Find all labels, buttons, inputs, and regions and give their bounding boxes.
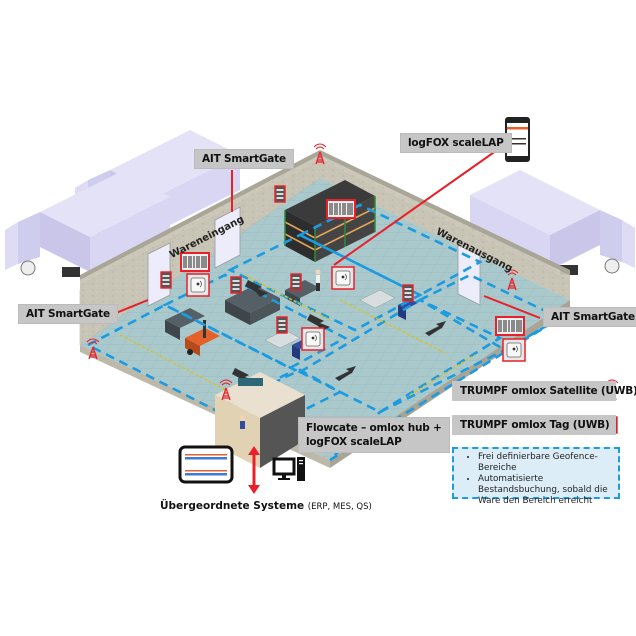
label-flowcate-line2: logFOX scaleLAP (306, 436, 402, 448)
rfid-icon (186, 273, 210, 297)
uwb-tag-icon (274, 185, 286, 203)
rfid-icon (301, 327, 325, 351)
uwb-tag-icon (276, 316, 288, 334)
rfid-icon (331, 266, 355, 290)
uwb-tag-icon (160, 271, 172, 289)
uwb-tag-icon (290, 273, 302, 291)
upstream-systems-detail: (ERP, MES, QS) (307, 502, 372, 512)
legend-satellite: TRUMPF omlox Satellite (UWB) (452, 381, 636, 401)
barcode-icon (326, 199, 356, 219)
barcode-icon (495, 316, 525, 336)
warehouse-floor (80, 178, 570, 460)
data-exchange-arrow-icon (248, 446, 260, 494)
label-flowcate-line1: Flowcate – omlox hub + (306, 422, 442, 434)
geofence-bullet: Frei definierbare Geofence-Bereiche (478, 452, 612, 474)
label-flowcate: Flowcate – omlox hub + logFOX scaleLAP (298, 417, 450, 453)
geofence-bullet: Automatisierte Bestandsbuchung, sobald d… (478, 474, 612, 507)
arrow-icon (335, 366, 356, 381)
worker (315, 269, 321, 291)
door-outbound (457, 244, 481, 306)
pallets (165, 280, 320, 340)
forklift (185, 320, 220, 356)
label-smartgate-left: AIT SmartGate (18, 304, 118, 324)
arrow-icon (245, 280, 268, 297)
upstream-systems-title: Übergeordnete Systeme (ERP, MES, QS) (160, 500, 372, 512)
rfid-icon (502, 338, 526, 362)
label-smartgate-top: AIT SmartGate (194, 149, 294, 169)
geofence-note: Frei definierbare Geofence-Bereiche Auto… (452, 447, 620, 506)
erp-screen-icon (178, 445, 234, 484)
desktop-computer-icon (272, 457, 305, 481)
barcode-icon (180, 252, 210, 272)
arrow-icon (307, 314, 330, 331)
label-logfox: logFOX scaleLAP (400, 133, 512, 153)
uwb-tag-icon (402, 284, 414, 302)
legend-tag: TRUMPF omlox Tag (UWB) (452, 415, 616, 435)
arrow-icon (425, 321, 446, 336)
upstream-systems-label: Übergeordnete Systeme (160, 500, 305, 512)
uwb-tag-icon (230, 276, 242, 294)
label-smartgate-right: AIT SmartGate (543, 307, 636, 327)
door-inbound-1 (147, 242, 171, 307)
floor-markings (119, 274, 476, 396)
